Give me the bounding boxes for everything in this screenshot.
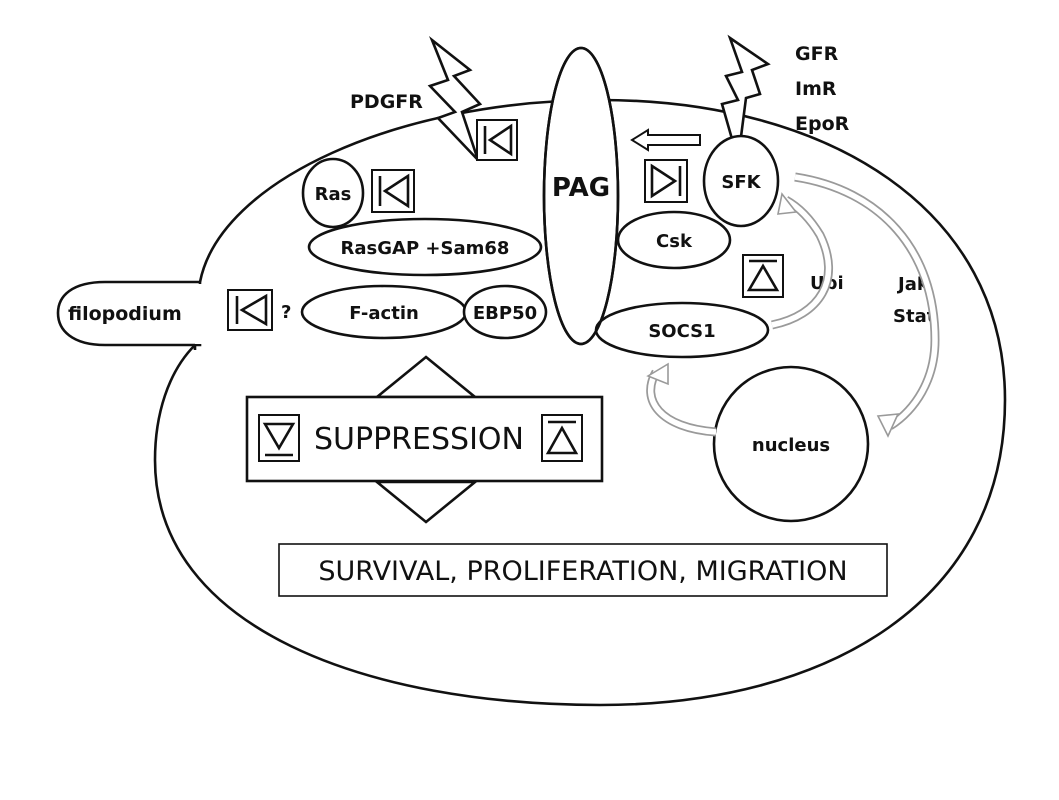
triangle-up-icon [541, 414, 583, 462]
ras-node: Ras [301, 157, 365, 229]
pdgfr-label: PDGFR [350, 91, 423, 113]
csk-label: Csk [656, 231, 693, 252]
ebp50-label: EBP50 [473, 303, 537, 324]
ras-label: Ras [315, 184, 352, 205]
activation-symbol-icon [644, 159, 688, 203]
epor-label: EpoR [795, 113, 850, 135]
gfr-label: GFR [795, 43, 839, 65]
curved-arrow-icon [646, 362, 717, 437]
suppression-box: SUPPRESSION [245, 395, 604, 483]
rasgap-label: RasGAP +Sam68 [341, 238, 510, 259]
socs1-node: SOCS1 [594, 301, 770, 359]
sfk-node: SFK [702, 134, 780, 228]
socs1-label: SOCS1 [648, 321, 715, 342]
triangle-down-icon [258, 414, 300, 462]
stat-label: Stat [893, 306, 936, 327]
nucleus-label: nucleus [752, 435, 830, 456]
sfk-label: SFK [721, 172, 761, 193]
inhibition-symbol-icon [371, 169, 415, 213]
inhibition-symbol-icon [227, 289, 273, 331]
inhibition-symbol-icon [476, 119, 518, 161]
ebp50-node: EBP50 [462, 284, 548, 340]
factin-node: F-actin [300, 284, 468, 340]
curved-arrow-icon [794, 172, 940, 438]
factin-label: F-actin [349, 303, 419, 324]
pag-label: PAG [552, 173, 610, 203]
outcome-box: SURVIVAL, PROLIFERATION, MIGRATION [278, 543, 888, 597]
curved-arrow-icon [770, 192, 834, 330]
nucleus-node: nucleus [712, 365, 870, 523]
outcome-label: SURVIVAL, PROLIFERATION, MIGRATION [318, 556, 847, 587]
rasgap-sam68-node: RasGAP +Sam68 [307, 217, 543, 277]
imr-label: ImR [795, 78, 837, 100]
csk-node: Csk [616, 210, 732, 270]
arrow-left-icon [630, 128, 701, 152]
filopodium: filopodium [56, 280, 207, 347]
triangle-up-icon [742, 254, 784, 298]
filopodium-label: filopodium [68, 303, 182, 325]
suppression-label: SUPPRESSION [314, 422, 524, 457]
question-mark: ? [281, 302, 291, 323]
